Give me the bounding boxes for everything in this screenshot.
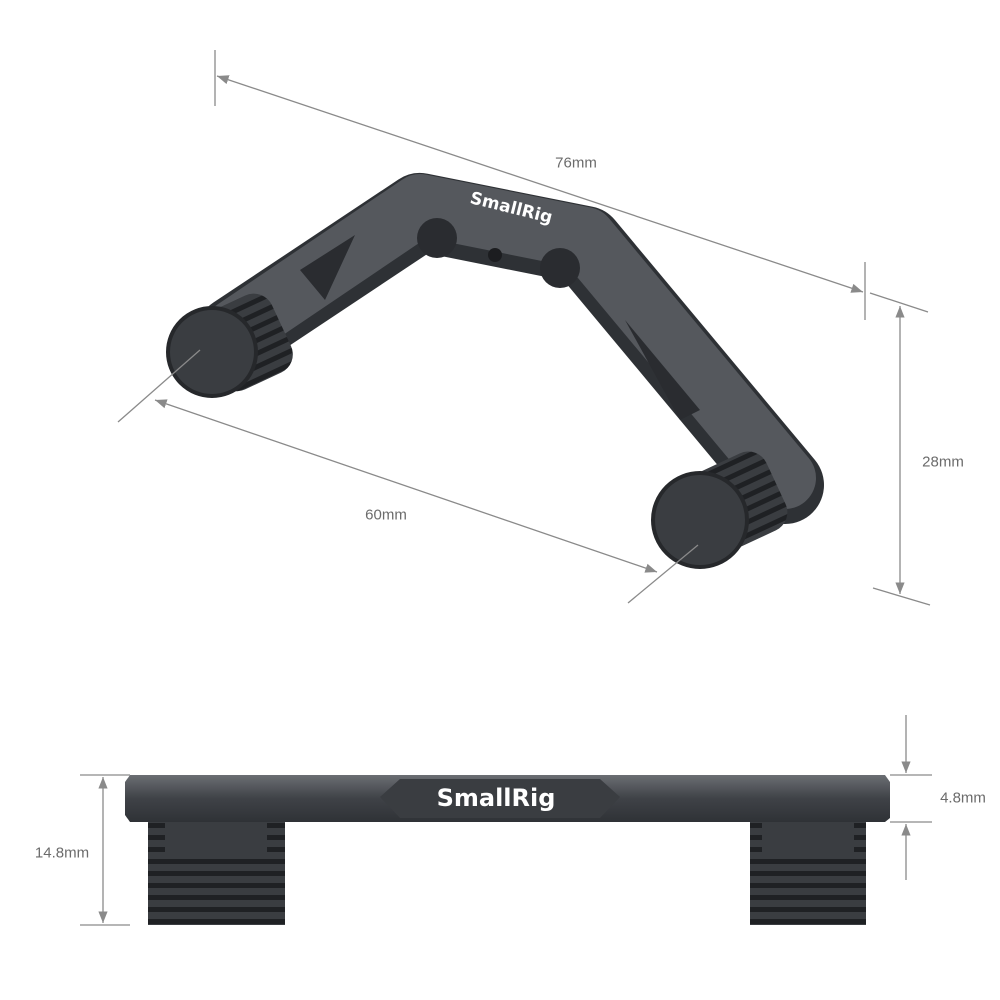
dimension-label-length: 76mm [555,154,597,172]
side-dimension-lines [80,715,932,926]
screw-head-right [651,471,749,569]
dimension-label-spacing: 60mm [365,506,407,524]
screw-head-left [166,306,258,398]
dimension-label-side-height: 14.8mm [34,844,90,862]
mount-hole [540,248,580,288]
cutout-right [625,320,700,420]
bracket-side-view: SmallRig [125,775,890,925]
brand-logo-side: SmallRig [437,784,556,812]
dimension-label-height: 28mm [922,453,964,471]
dimension-label-thickness: 4.8mm [940,789,986,807]
dimension-lines [117,50,931,606]
bracket-top-view: SmallRig [166,173,824,569]
mount-hole [417,218,457,258]
mount-hole [488,248,502,262]
